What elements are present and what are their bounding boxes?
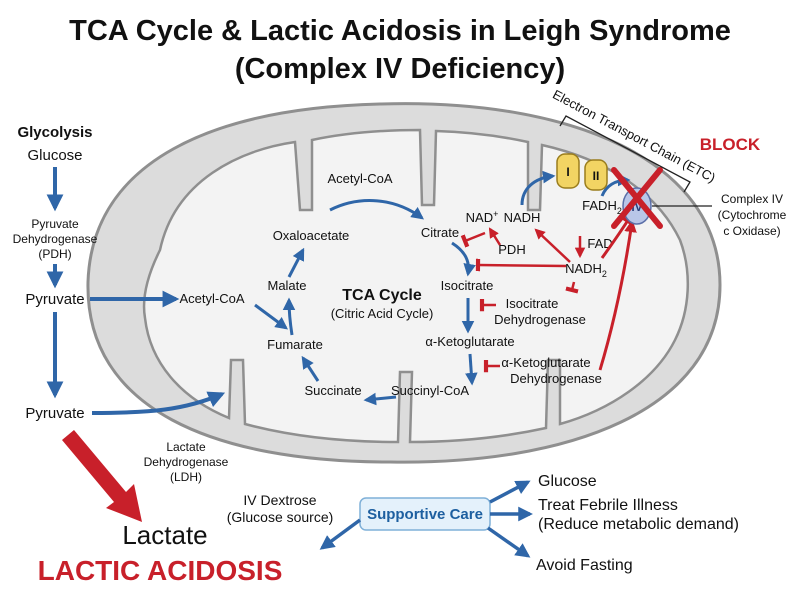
nadh-label: NADH	[504, 210, 541, 225]
pdh-enzyme-label: PDH	[498, 242, 525, 257]
complex-1-label: I	[566, 165, 569, 179]
acetyl-coa-left-label: Acetyl-CoA	[179, 291, 244, 306]
arrow-malate-oxaloacetate	[287, 247, 305, 278]
nadh2-label: NADH2	[565, 261, 607, 279]
lactic-acidosis-label: LACTIC ACIDOSIS	[38, 555, 283, 586]
akgdh-label-line2: Dehydrogenase	[510, 371, 602, 386]
arrow-pdh-nadplus	[488, 227, 502, 246]
block-label: BLOCK	[700, 135, 761, 154]
inhibit-nadh2-isocitrate	[475, 258, 567, 272]
pdh-label-line1: Pyruvate	[31, 217, 79, 231]
idh-label-line2: Dehydrogenase	[494, 312, 586, 327]
arrow-care-glucose	[489, 480, 531, 504]
complex-1-box[interactable]	[556, 153, 580, 189]
oxaloacetate-label: Oxaloacetate	[273, 228, 350, 243]
etc-bracket	[559, 115, 691, 193]
care-febrile-line2: (Reduce metabolic demand)	[538, 516, 739, 533]
arrow-succinate-fumarate	[301, 355, 320, 382]
glucose-label: Glucose	[27, 147, 82, 164]
arrow-nadh-complex1	[520, 170, 556, 206]
alpha-kg-label: α-Ketoglutarate	[425, 334, 514, 349]
arrow-pyruvate-lactate	[62, 430, 142, 522]
inhibit-nad-citrate	[460, 231, 486, 248]
dextrose-label-line2: (Glucose source)	[227, 509, 334, 525]
akgdh-label-line1: α-Ketoglutarate	[501, 355, 590, 370]
care-febrile-line1: Treat Febrile Illness	[538, 497, 678, 514]
fad-label: FAD	[587, 236, 612, 251]
inner-membrane-cristae	[142, 128, 690, 444]
nad-plus-label: NAD+	[466, 209, 499, 225]
acetyl-coa-top-label: Acetyl-CoA	[327, 171, 392, 186]
complex-4-shape[interactable]	[622, 187, 652, 225]
mitochondrion	[86, 102, 722, 464]
arrow-citrate-isocitrate	[451, 241, 476, 277]
fadh2-label: FADH2	[582, 198, 622, 216]
complex-2-label: II	[593, 169, 600, 183]
inhibit-idh	[565, 281, 579, 294]
arrow-fumarate-malate	[282, 297, 296, 336]
arrow-complex4-backup-1	[598, 219, 637, 371]
arrow-nadh2-nadh	[534, 228, 571, 263]
pdh-label-line2: Dehydrogenase	[13, 232, 98, 246]
ldh-label-line3: (LDH)	[170, 470, 202, 484]
malate-label: Malate	[267, 278, 306, 293]
arrow-akg-succinylcoa	[465, 353, 478, 386]
care-glucose-label: Glucose	[538, 473, 597, 490]
pdh-label-line3: (PDH)	[38, 247, 71, 261]
succinyl-coa-label: Succinyl-CoA	[391, 383, 469, 398]
pyruvate-label-1: Pyruvate	[25, 291, 84, 308]
supportive-care-title: Supportive Care	[367, 506, 483, 523]
complex-4-desc-line3: c Oxidase)	[723, 224, 780, 238]
complex-4-label: IV	[631, 200, 642, 214]
title-line-2: (Complex IV Deficiency)	[235, 53, 565, 85]
arrow-care-dextrose	[319, 518, 362, 550]
tca-center-subtitle: (Citric Acid Cycle)	[331, 306, 434, 321]
block-x-icon	[611, 167, 663, 229]
tca-center-title: TCA Cycle	[342, 287, 422, 304]
lactate-label: Lactate	[122, 520, 207, 550]
arrow-pyruvate-to-tca	[91, 391, 226, 415]
arrow-succinylcoa-succinate	[363, 392, 397, 406]
ldh-label-line1: Lactate	[166, 440, 206, 454]
idh-label-line1: Isocitrate	[506, 296, 559, 311]
pyruvate-label-2: Pyruvate	[25, 405, 84, 422]
title-line-1: TCA Cycle & Lactic Acidosis in Leigh Syn…	[69, 15, 731, 47]
citrate-label: Citrate	[421, 225, 459, 240]
care-fasting-label: Avoid Fasting	[536, 557, 633, 574]
succinate-label: Succinate	[304, 383, 361, 398]
isocitrate-label: Isocitrate	[441, 278, 494, 293]
arrow-care-fasting	[486, 526, 531, 558]
complex-4-desc-line1: Complex IV	[721, 192, 783, 206]
glycolysis-heading: Glycolysis	[17, 124, 92, 141]
ldh-label-line2: Dehydrogenase	[144, 455, 229, 469]
complex-2-box[interactable]	[584, 159, 608, 191]
dextrose-label-line1: IV Dextrose	[243, 492, 316, 508]
arrow-acetylcoa-citrate	[329, 199, 425, 220]
complex-4-desc-line2: (Cytochrome	[718, 208, 787, 222]
fumarate-label: Fumarate	[267, 337, 323, 352]
arrow-acetylcoa-fumarate	[254, 303, 289, 330]
